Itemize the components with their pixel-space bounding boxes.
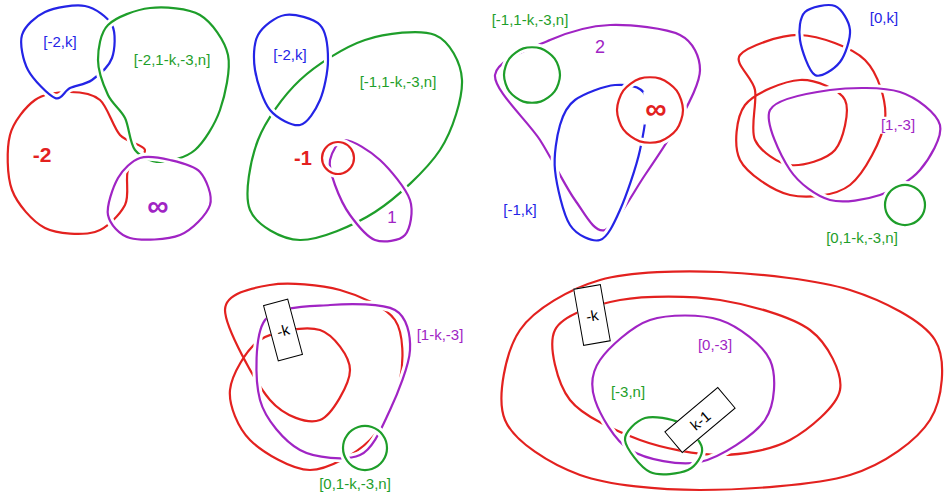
crossing-gap <box>799 5 850 76</box>
coefficient-label: [1,-3] <box>879 117 917 134</box>
knot-component <box>617 77 683 142</box>
knot-strand <box>617 77 683 142</box>
knot-strand <box>736 35 885 197</box>
knot-component <box>322 142 354 174</box>
crossing-gap <box>555 85 647 241</box>
crossing-gap <box>504 47 560 103</box>
knot-component <box>254 15 328 125</box>
knot-component <box>885 185 925 225</box>
coefficient-label: [0,k] <box>868 10 900 27</box>
knot-component <box>736 35 885 197</box>
knot-component <box>502 271 943 490</box>
coefficient-label: ∞ <box>643 92 668 125</box>
twist-box: -k <box>573 284 611 346</box>
knot-strand <box>248 32 463 240</box>
knot-component <box>504 47 560 103</box>
twist-count: -k <box>584 306 599 325</box>
knot-strand <box>502 271 943 490</box>
knot-component <box>495 25 700 231</box>
coefficient-label: [-2,1-k,-3,n] <box>132 52 213 69</box>
twist-count: -k <box>275 320 291 340</box>
crossing-gap <box>592 316 774 464</box>
crossing-gap <box>502 271 943 490</box>
knot-component <box>98 7 229 162</box>
coefficient-label: ∞ <box>145 189 170 222</box>
knot-component <box>799 5 850 76</box>
knot-strand <box>592 316 774 464</box>
knot-strand <box>108 157 211 240</box>
knot-strand <box>254 15 328 125</box>
crossing-gap <box>495 25 700 231</box>
crossing-gap <box>617 77 683 142</box>
knot-strand <box>322 142 354 174</box>
coefficient-label: [-3,n] <box>609 384 647 401</box>
twist-count: k-1 <box>687 407 714 433</box>
knot-strand <box>555 85 647 241</box>
coefficient-label: -2 <box>31 143 54 166</box>
coefficient-label: [0,1-k,-3,n] <box>824 230 900 247</box>
crossing-gap <box>254 15 328 125</box>
knot-component <box>330 140 412 241</box>
coefficient-label: [-2,k] <box>41 34 78 51</box>
knot-component <box>343 426 387 470</box>
knot-component <box>592 316 774 464</box>
knot-component <box>108 157 211 240</box>
coefficient-label: [-1,1-k,-3,n] <box>490 12 571 29</box>
coefficient-label: [-2,k] <box>271 47 308 64</box>
knot-strand <box>98 7 229 162</box>
knot-strand <box>799 5 850 76</box>
knot-strand <box>343 426 387 470</box>
crossing-gap <box>885 185 925 225</box>
crossing-gap <box>248 32 463 240</box>
knot-strand <box>330 140 412 241</box>
coefficient-label: [-1,k] <box>501 202 538 219</box>
knot-component <box>248 32 463 240</box>
coefficient-label: -1 <box>292 147 314 169</box>
crossing-gap <box>108 157 211 240</box>
coefficient-label: [0,-3] <box>696 337 734 354</box>
knot-strand <box>504 47 560 103</box>
crossing-gap <box>736 35 885 197</box>
knot-strand <box>495 25 700 231</box>
crossing-gap <box>343 426 387 470</box>
coefficient-label: 2 <box>593 38 607 58</box>
crossing-gap <box>322 142 354 174</box>
knot-component <box>555 85 647 241</box>
crossing-gap <box>330 140 412 241</box>
coefficient-label: [0,1-k,-3,n] <box>317 476 393 493</box>
crossing-gap <box>98 7 229 162</box>
coefficient-label: [-1,1-k,-3,n] <box>358 74 439 91</box>
coefficient-label: 1 <box>385 209 398 228</box>
knot-strand <box>885 185 925 225</box>
coefficient-label: [1-k,-3] <box>415 327 466 344</box>
